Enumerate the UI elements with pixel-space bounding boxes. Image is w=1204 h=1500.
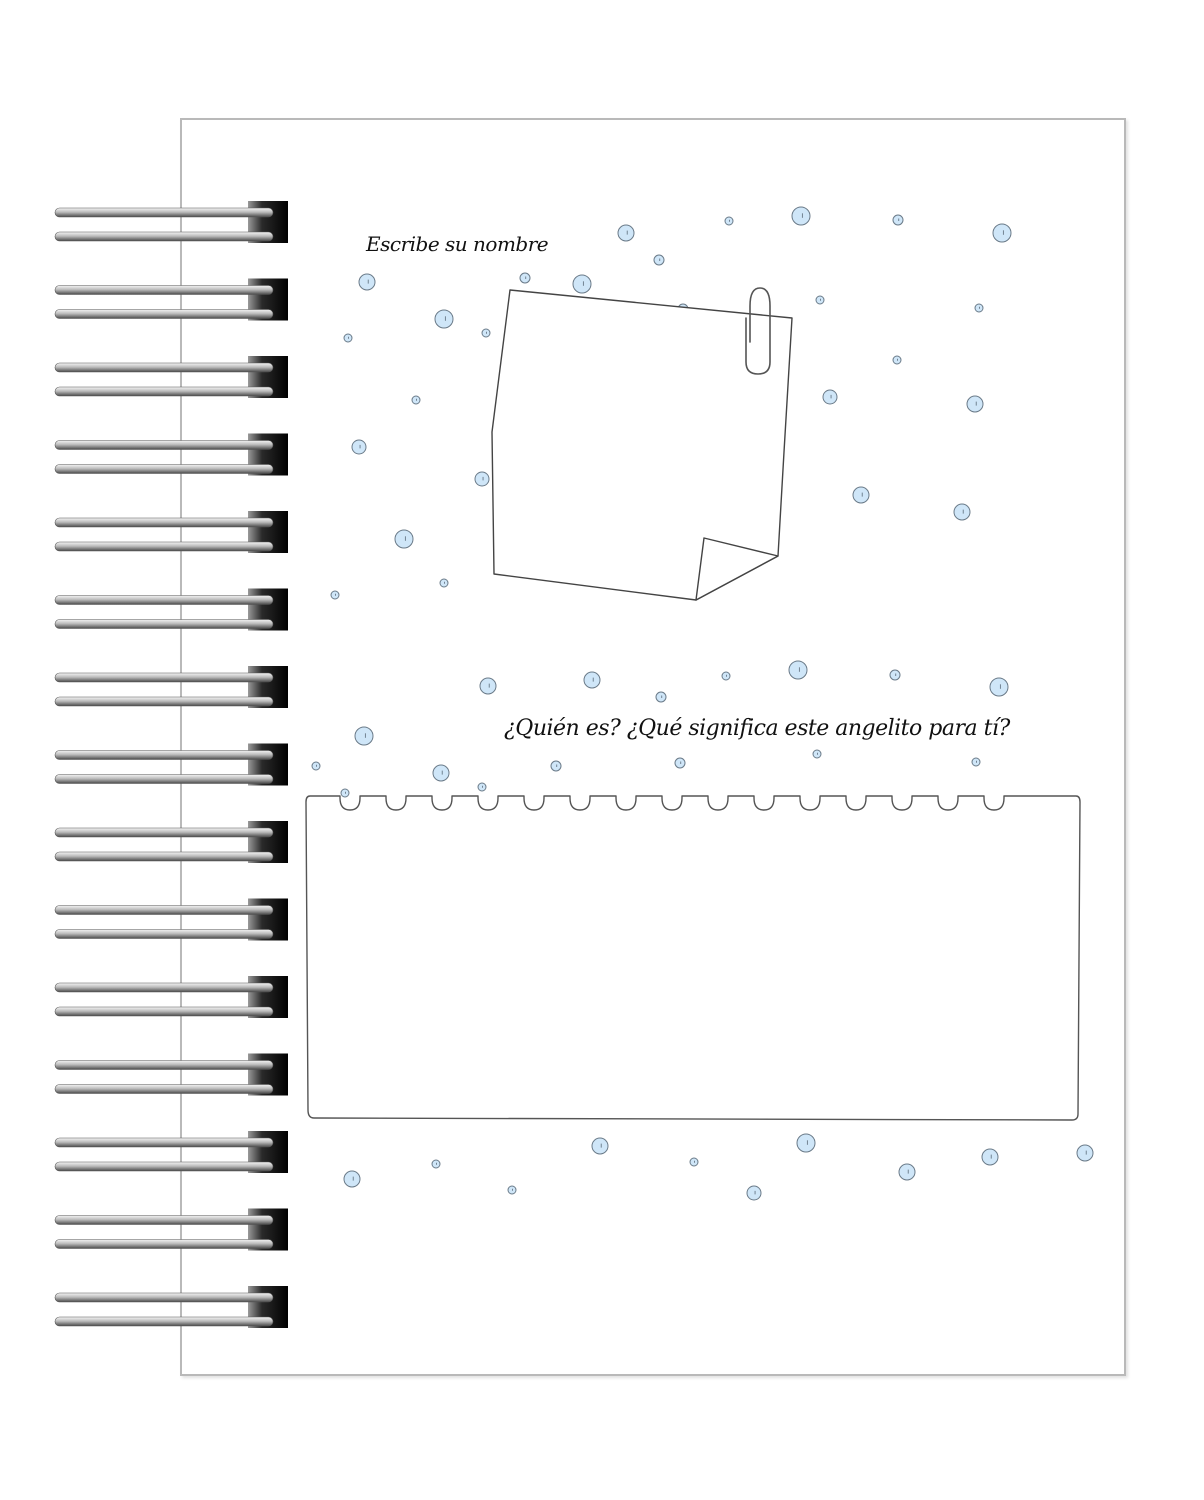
spiral-ring	[54, 588, 288, 631]
spiral-ring	[54, 898, 288, 941]
spiral-ring	[54, 821, 288, 863]
spiral-ring	[54, 976, 288, 1018]
spiral-ring	[54, 1208, 288, 1251]
spiral-ring	[54, 666, 288, 708]
answer-box	[305, 795, 1081, 1121]
spiral-ring	[54, 743, 288, 786]
spiral-ring	[54, 433, 288, 476]
spiral-ring	[54, 1053, 288, 1096]
spiral-ring	[54, 356, 288, 398]
spiral-ring	[54, 1286, 288, 1328]
spiral-binding	[54, 201, 288, 1328]
paper-clip-icon	[745, 287, 771, 375]
name-prompt: Escribe su nombre	[366, 232, 549, 256]
spiral-ring	[54, 201, 288, 243]
spiral-ring	[54, 278, 288, 321]
spiral-ring	[54, 511, 288, 553]
spiral-ring	[54, 1131, 288, 1173]
question-prompt: ¿Quién es? ¿Qué significa este angelito …	[504, 716, 1010, 741]
sticky-note-icon	[491, 287, 793, 601]
